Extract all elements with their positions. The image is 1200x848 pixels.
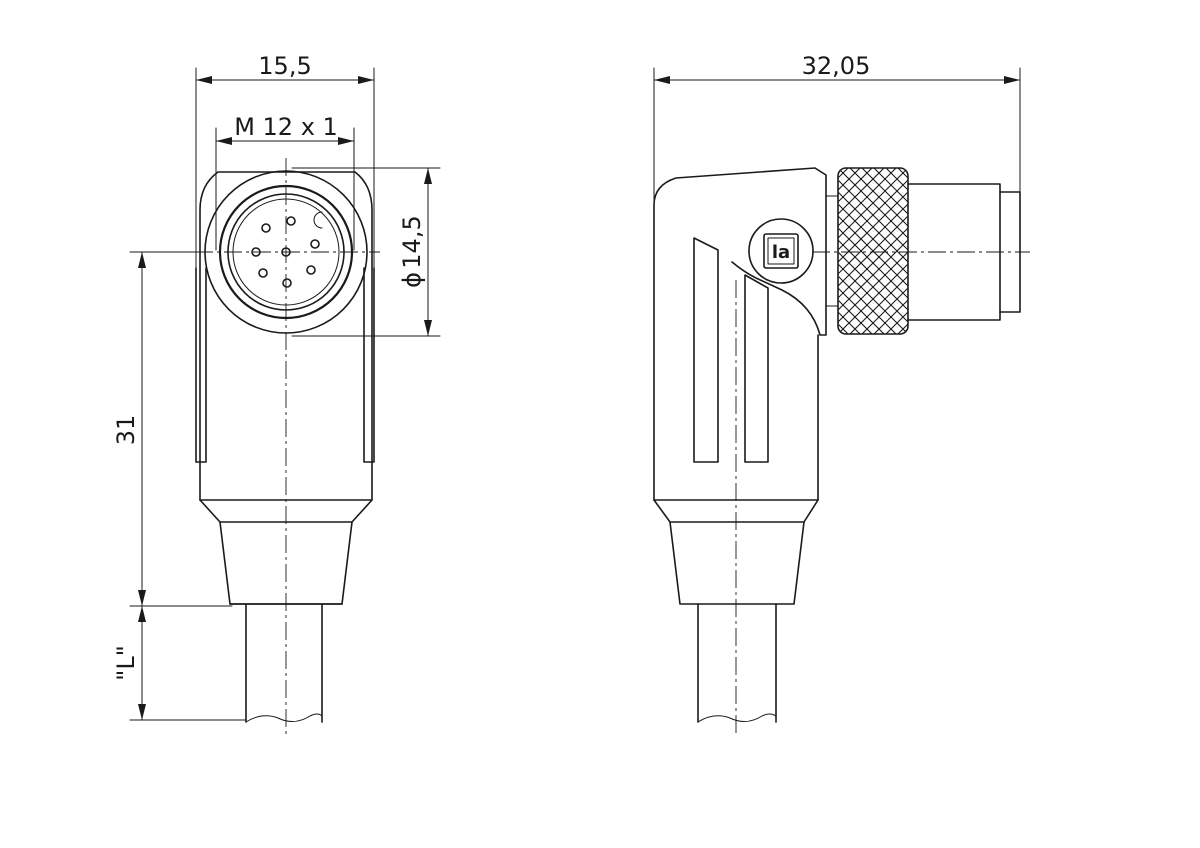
side-view: la	[653, 167, 1030, 735]
front-dimensions: 15,5 M 12 x 1 ϕ 14,5 31 "L"	[112, 52, 441, 721]
dimension-width-side: 32,05	[802, 52, 871, 80]
front-view	[195, 158, 380, 735]
dimension-diameter-symbol: ϕ	[398, 272, 426, 288]
side-dimensions: 32,05	[653, 52, 1021, 206]
dimension-diameter: 14,5	[398, 215, 426, 268]
brand-logo-text: la	[772, 242, 790, 263]
dimension-length: "L"	[112, 645, 140, 680]
brand-logo: la	[763, 233, 799, 269]
dimension-width-front: 15,5	[258, 52, 311, 80]
dimension-height: 31	[112, 415, 140, 446]
dimension-thread: M 12 x 1	[234, 113, 338, 141]
